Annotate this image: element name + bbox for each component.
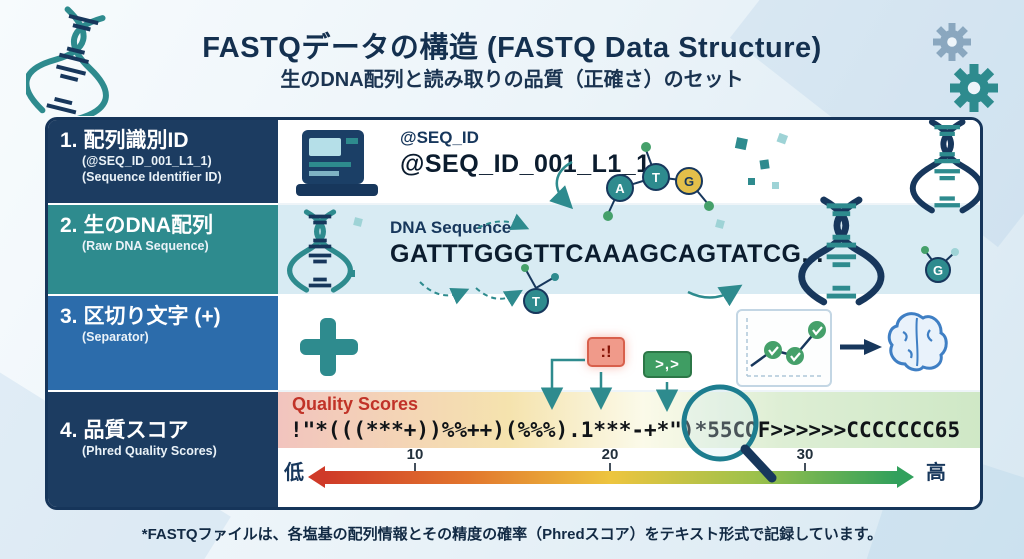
row1-title: 1.配列識別ID <box>60 129 189 152</box>
row4-subtitle: (Phred Quality Scores) <box>82 444 217 459</box>
sequence-id-value: @SEQ_ID_001_L1_1 <box>400 150 651 178</box>
quality-scores-string: !"*(((***+))%%++)(%%%).1***-+*")*55COF>>… <box>290 418 961 442</box>
row2-subtitle: (Raw DNA Sequence) <box>82 239 209 254</box>
row4-label-cell: 4.品質スコア (Phred Quality Scores) <box>48 392 278 507</box>
scale-arrow-right <box>897 466 914 488</box>
row2-content: DNA Sequence GATTTGGGTTCAAAGCAGTATCG... <box>278 205 980 296</box>
scale-tickmark <box>609 463 611 471</box>
row1-content: @SEQ_ID @SEQ_ID_001_L1_1 <box>278 120 980 205</box>
sequence-id-field: @SEQ_ID @SEQ_ID_001_L1_1 <box>400 128 651 179</box>
dna-sequence-field: DNA Sequence GATTTGGGTTCAAAGCAGTATCG... <box>390 218 824 269</box>
row1-subtitle2: (Sequence Identifier ID) <box>82 170 222 185</box>
row4-title: 4.品質スコア <box>60 419 189 442</box>
row3-subtitle: (Separator) <box>82 330 149 345</box>
row1-subtitle1: (@SEQ_ID_001_L1_1) <box>82 154 212 169</box>
footnote: *FASTQファイルは、各塩基の配列情報とその精度の確率（Phredスコア）をテ… <box>141 526 883 543</box>
page-subtitle: 生のDNA配列と読み取りの品質（正確さ）のセット <box>280 69 744 91</box>
scale-tickmark <box>804 463 806 471</box>
row-dna-sequence: DNA Sequence GATTTGGGTTCAAAGCAGTATCG... … <box>48 205 980 296</box>
scale-gradient-bar <box>325 471 897 484</box>
dna-sequence-value: GATTTGGGTTCAAAGCAGTATCG... <box>390 240 824 268</box>
dna-helix-icon <box>26 6 109 116</box>
scale-arrow-left <box>308 466 325 488</box>
scale-tickmark <box>414 463 416 471</box>
row-separator: :! >,> 3.区切り文字 (+) (Separator) <box>48 296 980 392</box>
quality-scores-label: Quality Scores <box>292 394 419 414</box>
scale-low-label: 低 <box>284 462 304 484</box>
page-title: FASTQデータの構造 (FASTQ Data Structure) <box>202 32 822 64</box>
fastq-structure-panel: @SEQ_ID @SEQ_ID_001_L1_1 1.配列識別ID (@SEQ_… <box>45 117 983 510</box>
gears-icon <box>933 23 998 112</box>
scale-tick-20: 20 <box>601 446 619 463</box>
row2-title: 2.生のDNA配列 <box>60 214 214 237</box>
row-sequence-id: @SEQ_ID @SEQ_ID_001_L1_1 1.配列識別ID (@SEQ_… <box>48 120 980 205</box>
row3-label-cell: 3.区切り文字 (+) (Separator) <box>48 296 278 392</box>
quality-gradient-band <box>278 392 980 448</box>
row3-title: 3.区切り文字 (+) <box>60 305 221 328</box>
scale-high-label: 高 <box>926 462 946 484</box>
row-quality-scores: Quality Scores !"*(((***+))%%++)(%%%).1*… <box>48 392 980 507</box>
dna-sequence-label: DNA Sequence <box>390 218 512 237</box>
row2-label-cell: 2.生のDNA配列 (Raw DNA Sequence) <box>48 205 278 296</box>
sequence-id-label: @SEQ_ID <box>400 128 479 147</box>
row4-content: Quality Scores !"*(((***+))%%++)(%%%).1*… <box>278 392 980 507</box>
quality-example-badge: >,> <box>643 351 692 378</box>
row1-label-cell: 1.配列識別ID (@SEQ_ID_001_L1_1) (Sequence Id… <box>48 120 278 205</box>
separator-example-badge: :! <box>587 337 625 367</box>
row3-content: :! >,> <box>278 296 980 392</box>
scale-tick-10: 10 <box>406 446 424 463</box>
scale-tick-30: 30 <box>796 446 814 463</box>
